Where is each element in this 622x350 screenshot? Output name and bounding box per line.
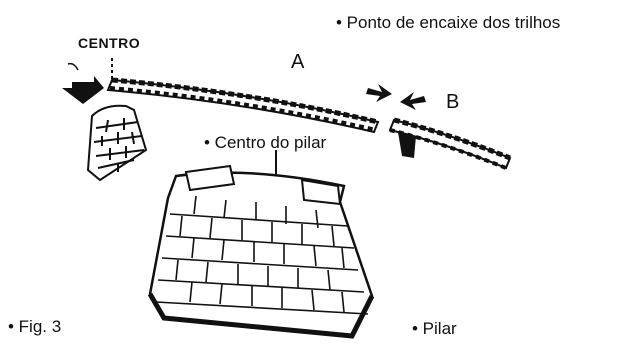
pillar-label: • Pilar (412, 319, 457, 338)
centro-label: CENTRO (78, 35, 141, 51)
joint-arrows-icon (366, 84, 426, 110)
track-section-a (106, 77, 380, 134)
section-b-label: B (446, 91, 460, 113)
small-pier (86, 104, 148, 182)
pillar-center-label: • Centro do pilar (204, 133, 327, 152)
main-pillar (147, 164, 375, 339)
track-section-b (388, 117, 512, 170)
centro-marker (62, 58, 113, 104)
figure-caption: • Fig. 3 (8, 317, 62, 336)
section-a-label: A (291, 51, 305, 73)
rail-joint-label: • Ponto de encaixe dos trilhos (336, 13, 561, 32)
